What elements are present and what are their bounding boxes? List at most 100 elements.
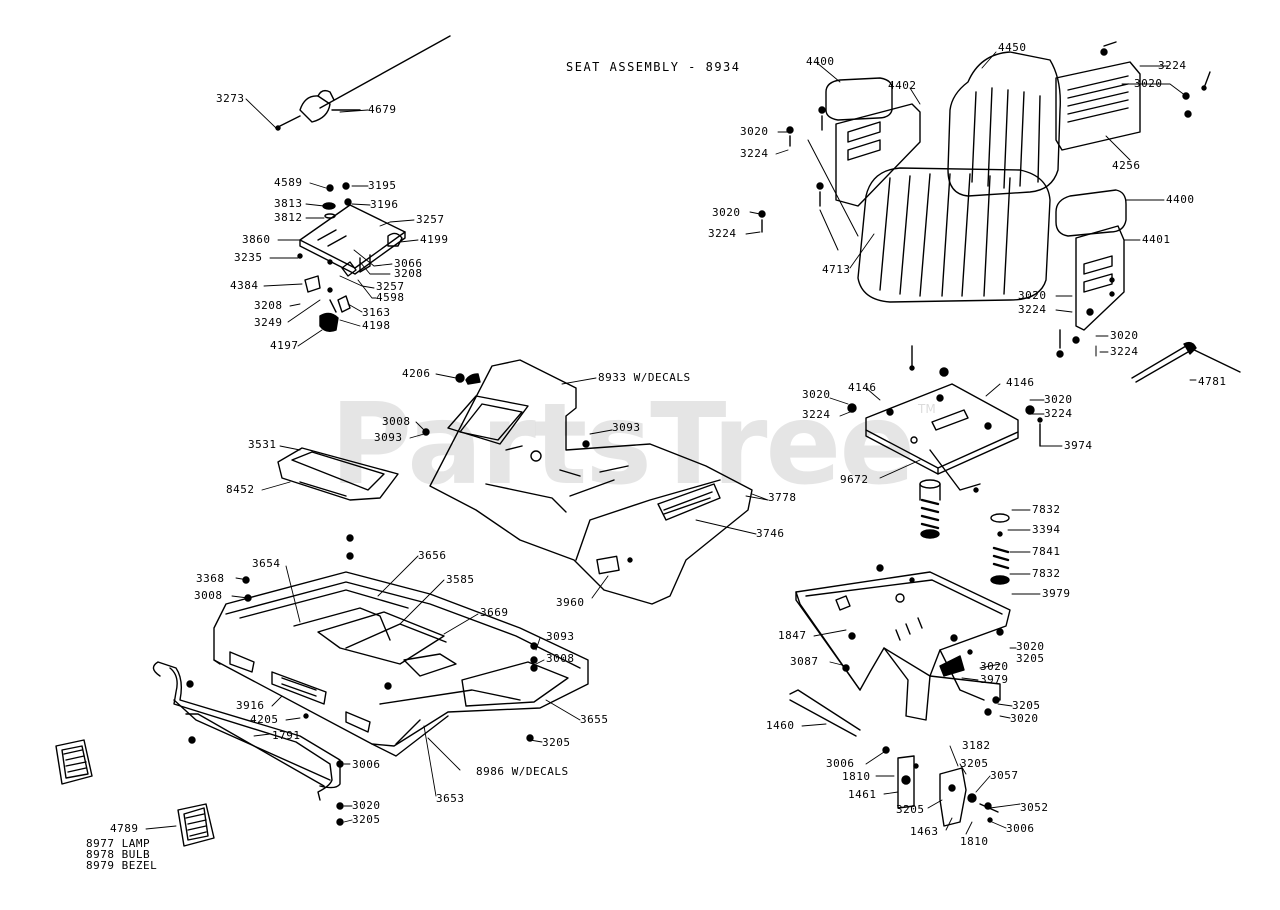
part-label: 3020 <box>1016 640 1045 653</box>
part-label: 3224 <box>1044 407 1073 420</box>
part-label: 1847 <box>778 629 807 642</box>
part-label: 3006 <box>826 757 855 770</box>
part-label: 4198 <box>362 319 391 332</box>
part-label: 3860 <box>242 233 271 246</box>
front-bumper <box>152 661 341 801</box>
front-frame <box>213 571 589 757</box>
hardware <box>186 373 590 826</box>
part-label: 3368 <box>196 572 225 585</box>
part-label: 3020 <box>1110 329 1139 342</box>
part-label: 1810 <box>960 835 989 848</box>
part-label: 3669 <box>480 606 509 619</box>
part-label: 4256 <box>1112 159 1141 172</box>
part-label: 3052 <box>1020 801 1049 814</box>
part-label: 3257 <box>376 280 405 293</box>
trademark: TM <box>918 402 936 416</box>
part-label: 3008 <box>546 652 575 665</box>
part-label: 3093 <box>374 431 403 444</box>
part-label: 1791 <box>272 729 301 742</box>
part-label: 3195 <box>368 179 397 192</box>
throttle-cable <box>275 35 451 131</box>
part-label: 3778 <box>768 491 797 504</box>
part-label: 3208 <box>394 267 423 280</box>
part-label: 3394 <box>1032 523 1061 536</box>
part-label: 8986 W/DECALS <box>476 765 569 778</box>
part-label: 4146 <box>848 381 877 394</box>
part-label: 4598 <box>376 291 405 304</box>
part-label: 3273 <box>216 92 245 105</box>
part-label: 3020 <box>1018 289 1047 302</box>
part-label: 4197 <box>270 339 299 352</box>
part-label: 3224 <box>1158 59 1187 72</box>
leader-lines <box>145 51 1197 835</box>
part-label: 4679 <box>368 103 397 116</box>
part-label: 4781 <box>1198 375 1227 388</box>
lamp-legend: 8977 LAMP 8978 BULB 8979 BEZEL <box>86 838 157 871</box>
part-label: 4450 <box>998 41 1027 54</box>
part-label: 3235 <box>234 251 263 264</box>
part-label: 7832 <box>1032 503 1061 516</box>
part-label: 3205 <box>352 813 381 826</box>
part-label: 3656 <box>418 549 447 562</box>
part-label: 3163 <box>362 306 391 319</box>
part-label: 3653 <box>436 792 465 805</box>
part-label: 3746 <box>756 527 785 540</box>
part-label: 3020 <box>1010 712 1039 725</box>
part-label: 4401 <box>1142 233 1171 246</box>
part-label: 4402 <box>888 79 917 92</box>
headlamp-right <box>177 803 215 847</box>
part-label: 3205 <box>960 757 989 770</box>
part-label: 3093 <box>612 421 641 434</box>
part-label: 3974 <box>1064 439 1093 452</box>
part-label: 3006 <box>1006 822 1035 835</box>
part-label: 3008 <box>382 415 411 428</box>
part-label: 3655 <box>580 713 609 726</box>
headlamp-left <box>55 739 93 785</box>
diagram-title: SEAT ASSEMBLY - 8934 <box>566 60 741 74</box>
part-label: 3249 <box>254 316 283 329</box>
part-label: 3531 <box>248 438 277 451</box>
part-label: 1461 <box>848 788 877 801</box>
part-label: 4146 <box>1006 376 1035 389</box>
part-label: 4206 <box>402 367 431 380</box>
seat-rail <box>1131 341 1241 383</box>
part-label: 4789 <box>110 822 139 835</box>
part-label: 3182 <box>962 739 991 752</box>
floor-mat <box>277 447 399 501</box>
part-label: 3020 <box>352 799 381 812</box>
part-label: 3087 <box>790 655 819 668</box>
part-label: 8933 W/DECALS <box>598 371 691 384</box>
part-label: 3224 <box>708 227 737 240</box>
part-label: 3960 <box>556 596 585 609</box>
seat-support <box>795 564 1011 721</box>
part-label: 4400 <box>806 55 835 68</box>
part-label: 1810 <box>842 770 871 783</box>
watermark: PartsTree <box>330 380 915 510</box>
part-label: 9672 <box>840 473 869 486</box>
part-label: 8452 <box>226 483 255 496</box>
part-label: 4589 <box>274 176 303 189</box>
part-label: 3979 <box>980 673 1009 686</box>
part-label: 3654 <box>252 557 281 570</box>
seat-assembly <box>758 41 1211 358</box>
legend-item: 8979 BEZEL <box>86 859 158 872</box>
part-label: 7832 <box>1032 567 1061 580</box>
part-label: 4205 <box>250 713 279 726</box>
part-label: 3257 <box>416 213 445 226</box>
part-label: 3205 <box>896 803 925 816</box>
part-label: 3020 <box>712 206 741 219</box>
switch-plate-assembly <box>297 182 406 333</box>
part-label: 3224 <box>1110 345 1139 358</box>
part-label: 4199 <box>420 233 449 246</box>
legend-item: 8978 BULB <box>86 848 151 861</box>
springs <box>919 479 1010 585</box>
part-label: 3205 <box>1016 652 1045 665</box>
part-label: 3020 <box>1044 393 1073 406</box>
part-label: 3006 <box>352 758 381 771</box>
part-label: 4384 <box>230 279 259 292</box>
part-label: 3020 <box>980 660 1009 673</box>
part-label: 3979 <box>1042 587 1071 600</box>
fender-panel <box>429 359 753 605</box>
linkage-rod <box>789 689 999 827</box>
legend-item: 8977 LAMP <box>86 837 151 850</box>
